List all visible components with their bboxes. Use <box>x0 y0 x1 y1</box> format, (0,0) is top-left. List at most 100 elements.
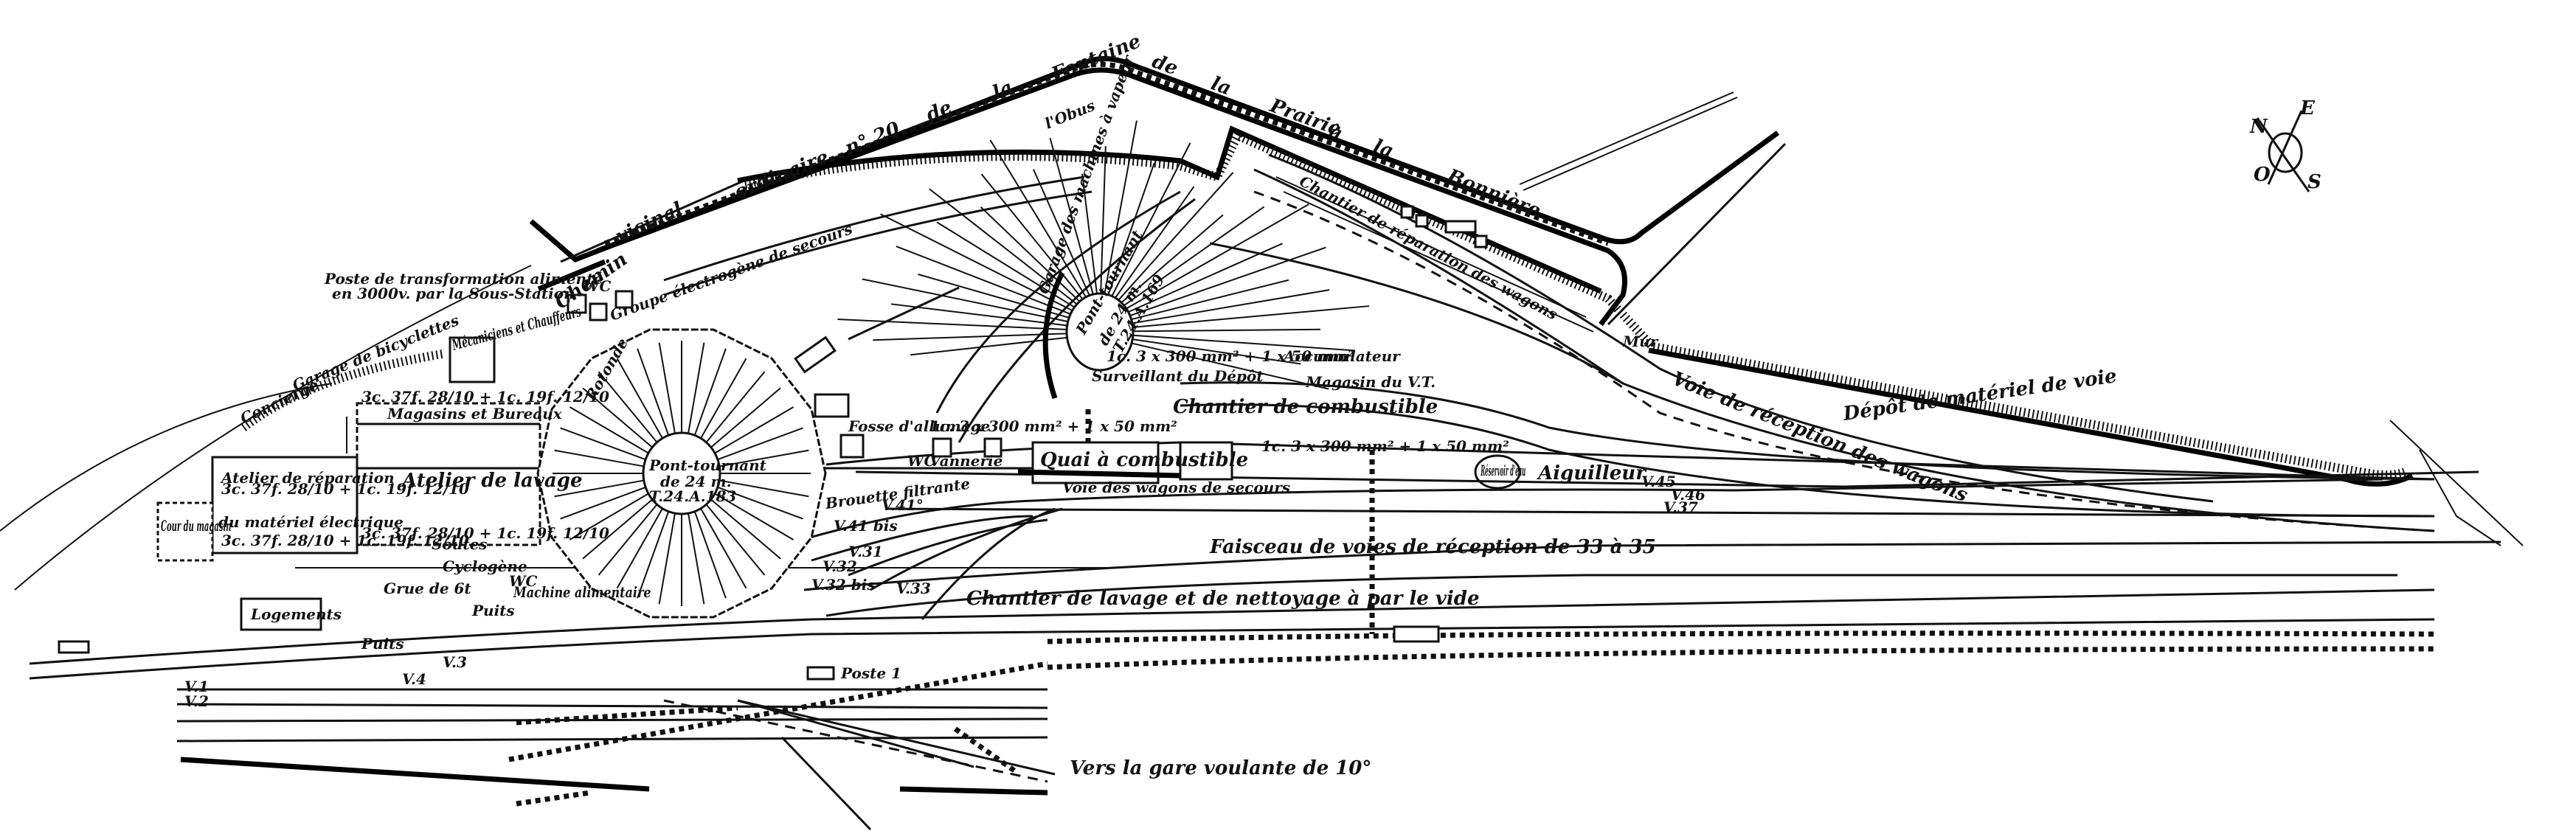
track-label: V.41° <box>882 496 924 514</box>
labels: Chemin vicinal ordinaire n° 20 de la Fon… <box>161 30 2118 779</box>
reservoir-icon <box>1474 454 1521 490</box>
turntable-2-ray <box>862 278 1068 323</box>
compass-rose-icon: N E O S <box>2249 97 2321 193</box>
compass-o: O <box>2254 164 2271 186</box>
roundhouse-stall <box>637 511 670 599</box>
turntable-2-ray <box>1110 142 1191 298</box>
roundhouse-stall <box>700 358 747 439</box>
roundhouse-stall <box>705 371 766 443</box>
compass-n: N <box>2249 116 2268 138</box>
roundhouse-stall <box>717 427 803 461</box>
label: de 24 m. <box>660 473 732 490</box>
label: du matériel électrique <box>218 513 404 531</box>
roundhouse-stall <box>569 493 649 540</box>
roundhouse-stall <box>688 342 705 434</box>
label: Mécaniciens et Chauffeurs <box>450 303 583 354</box>
turntable-2-ray <box>873 333 1067 341</box>
label: Magasins et Bureaux <box>387 405 563 423</box>
compass-e: E <box>2299 97 2316 119</box>
label: Machine alimentaire <box>513 584 651 601</box>
turntable-2-ray <box>918 274 1070 319</box>
roundhouse-stall <box>582 498 653 560</box>
cable-label: 3c. 37f. 28/10 + 1c. 19f. 12/10 <box>221 480 469 498</box>
road-label: vicinal <box>612 198 686 248</box>
label: Surveillant du Dépôt <box>1092 367 1264 385</box>
garage-arc <box>1042 271 1065 400</box>
roundhouse-stall <box>569 406 649 454</box>
label: Cour du magasin <box>161 517 232 535</box>
turntable-2-ray <box>896 246 1071 315</box>
track-label: V.37 <box>1663 498 1698 516</box>
label: Vers la gare voulante de 10° <box>1070 757 1371 779</box>
road-label: ordinaire <box>731 146 831 204</box>
turntable-2-ray <box>980 173 1084 301</box>
tracks <box>29 153 2501 831</box>
roundhouse-stall <box>554 449 644 467</box>
label: Quai à combustible <box>1040 449 1248 471</box>
cable-label: 1c. 3 x 300 mm² + 1 x 50 mm² <box>1107 347 1354 365</box>
turntable-2-ray <box>1131 342 1329 390</box>
roundhouse-stall <box>598 504 658 576</box>
turntable-2 <box>837 120 1370 400</box>
turntable-2-ray <box>989 139 1087 299</box>
label: WC <box>509 572 537 590</box>
label: Chantier de combustible <box>1173 396 1438 418</box>
turntable-2-ray <box>1114 186 1195 299</box>
roundhouse-stall <box>693 348 727 436</box>
label: T.24.A.183 <box>649 487 736 505</box>
label: Fosse d'allumage <box>848 417 990 435</box>
turntable-2-ray <box>1117 172 1234 302</box>
label: Puits <box>471 602 515 619</box>
label: Atelier de lavage <box>400 470 583 492</box>
roundhouse-stall <box>598 371 658 443</box>
cable-label: 1c. 3 x 300 mm² + 1 x 50 mm² <box>929 417 1177 435</box>
roundhouse-stall <box>658 512 676 605</box>
roundhouse-stall <box>710 387 781 448</box>
turntable-2-ray <box>1107 162 1155 296</box>
label: Chantier de lavage et de nettoyage à par… <box>966 588 1480 610</box>
track-label: V.32 <box>823 557 857 575</box>
turntable-2-ray <box>1049 137 1095 296</box>
turntable-2-ray <box>1103 120 1138 296</box>
label: Atelier de réparation <box>220 469 395 487</box>
embankment-left <box>240 350 443 431</box>
label: Aiguilleur <box>1536 462 1647 484</box>
turntable-2-ray <box>1123 206 1265 307</box>
compass-s: S <box>2307 171 2321 193</box>
road-label: n° 20 <box>842 118 903 160</box>
turntable-2-ray <box>1129 246 1326 317</box>
embankment-top <box>744 131 1244 189</box>
label: Voie des wagons de secours <box>1062 479 1290 496</box>
mecaniciens-building <box>449 336 496 383</box>
roundhouse-stall <box>637 348 670 436</box>
turntable-2-ray <box>890 303 1067 327</box>
turntable-2-pit <box>1065 292 1135 372</box>
roundhouse-stall <box>616 508 663 589</box>
turntable-2-ray <box>1132 328 1320 333</box>
track-label: V.4 <box>402 670 426 688</box>
label: Mur <box>1622 333 1659 350</box>
track-label: V.1 <box>184 678 209 695</box>
roundhouse-stall <box>560 486 646 520</box>
roundhouse-stall <box>616 358 663 439</box>
track-label: V.46 <box>1671 486 1706 504</box>
boundary-left <box>14 265 532 591</box>
roundhouse-stall <box>719 449 809 467</box>
logements-building <box>240 597 322 631</box>
turntable-2-ray <box>837 319 1067 330</box>
roundhouse-stall <box>554 479 644 498</box>
label: Pont-tournant <box>648 456 767 474</box>
label: Poste de transformation alimenté <box>324 270 603 288</box>
roundhouse-stall <box>700 508 747 589</box>
track-label: V.2 <box>184 692 209 710</box>
roundhouse-stall <box>719 479 809 498</box>
atelier-reparation-building <box>211 456 359 554</box>
label: WC <box>583 277 611 295</box>
label: Faisceau de voies de réception de 33 à 3… <box>1209 536 1656 558</box>
label: Poste 1 <box>840 664 901 682</box>
turntable-2-ray <box>1125 204 1309 310</box>
track-label: V.33 <box>896 580 931 597</box>
track-label: V.41 bis <box>834 517 898 535</box>
label: Cyclogène <box>443 557 527 575</box>
